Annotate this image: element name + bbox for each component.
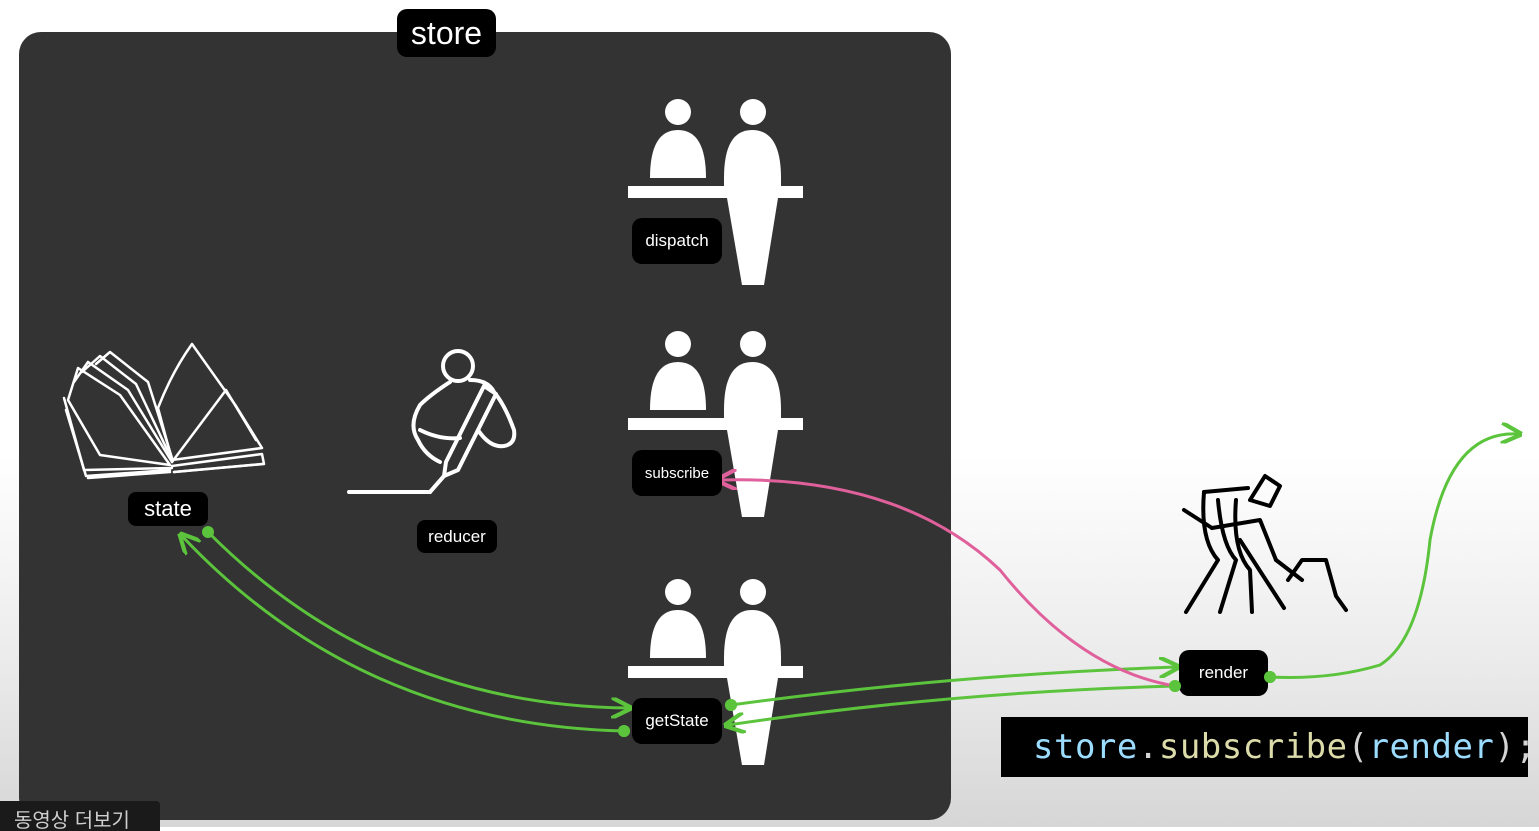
code-snippet: store.subscribe(render); — [1001, 717, 1536, 777]
store-title: store — [397, 9, 496, 57]
more-videos-button[interactable]: 동영상 더보기 — [0, 801, 160, 831]
counter-clerks-icon-subscribe — [628, 331, 803, 517]
arrow-render-to-getstate — [728, 684, 1176, 725]
arrow-getstate-to-state — [182, 536, 625, 733]
state-label: state — [128, 492, 208, 526]
dispatch-label: dispatch — [632, 218, 722, 264]
writing-person-icon — [347, 349, 517, 494]
getstate-label: getState — [632, 698, 722, 744]
code-arg: render — [1368, 727, 1495, 767]
reducer-label: reducer — [417, 520, 497, 553]
counter-clerks-icon-dispatch — [628, 99, 803, 285]
code-object: store — [1033, 727, 1138, 767]
code-method: subscribe — [1158, 727, 1348, 767]
arrow-getstate-to-render — [730, 667, 1176, 707]
code-close: ); — [1494, 727, 1537, 767]
subscribe-label: subscribe — [632, 450, 722, 496]
code-open-paren: ( — [1347, 727, 1369, 767]
arrow-render-to-subscribe — [720, 480, 1176, 688]
arrow-state-to-getstate — [206, 530, 628, 708]
digging-worker-icon — [1182, 474, 1348, 614]
open-book-icon — [62, 342, 266, 480]
arrow-dot — [202, 526, 214, 538]
render-label: render — [1179, 650, 1268, 696]
arrow-render-out — [1269, 434, 1518, 679]
code-dot: . — [1137, 727, 1159, 767]
